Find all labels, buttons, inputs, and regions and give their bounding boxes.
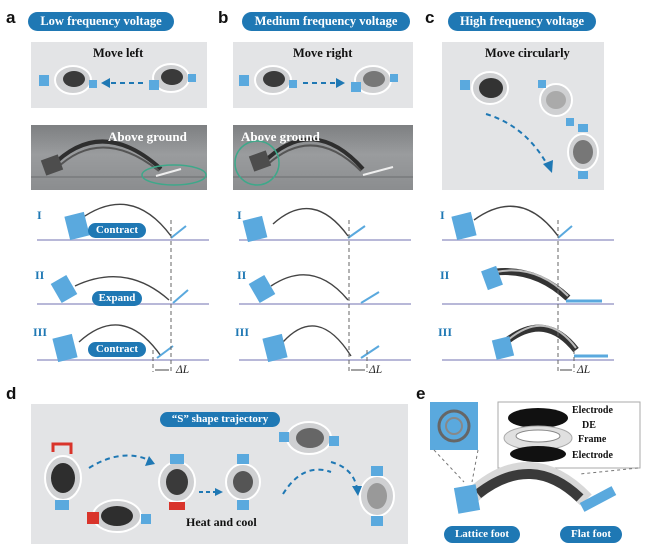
panel-c-stage-2: II xyxy=(440,268,450,282)
panel-a-delta-label: ΔL xyxy=(176,364,190,376)
panel-e-layer-de: DE xyxy=(582,420,596,431)
panel-a-motion-label: Move left xyxy=(93,46,144,60)
panel-a-action-2: Expand xyxy=(92,291,142,306)
panel-d-trajectory-illustration xyxy=(44,421,395,533)
panel-c-motion-label: Move circularly xyxy=(485,46,570,60)
panel-c-stage-1: I xyxy=(440,208,445,222)
panel-c-stage-3: III xyxy=(438,325,453,339)
panel-a-stage-3: III xyxy=(33,325,48,339)
panel-c-stage-diagram xyxy=(442,205,614,372)
panel-a-action-1: Contract xyxy=(88,223,146,238)
panel-b-title-badge: Medium frequency voltage xyxy=(242,12,410,31)
panel-e-layer-electrode-top: Electrode xyxy=(572,405,613,416)
panel-a-photo-illustration xyxy=(31,139,207,186)
panel-e-flat-foot-label: Flat foot xyxy=(560,526,622,543)
panel-d-title-badge: “S” shape trajectory xyxy=(160,412,280,427)
panel-b-stage-1: I xyxy=(237,208,242,222)
panel-b-photo-illustration xyxy=(233,137,413,186)
panel-d-heat-label: Heat and cool xyxy=(186,515,257,529)
panel-e-letter: e xyxy=(416,384,426,403)
panel-b-letter: b xyxy=(218,8,229,27)
panel-b-motion-label: Move right xyxy=(293,46,353,60)
panel-e-lattice-foot-label: Lattice foot xyxy=(444,526,520,543)
panel-c-delta-label: ΔL xyxy=(577,364,591,376)
panel-a-letter: a xyxy=(6,8,16,27)
panel-a-motion-illustration xyxy=(39,63,196,95)
panel-b-stage-3: III xyxy=(235,325,250,339)
panel-a-stage-1: I xyxy=(37,208,42,222)
panel-c-letter: c xyxy=(425,8,435,27)
panel-d-letter: d xyxy=(6,384,17,403)
panel-a-stage-2: II xyxy=(35,268,45,282)
panel-a-action-3: Contract xyxy=(88,342,146,357)
panel-e-layer-electrode-bottom: Electrode xyxy=(572,450,613,461)
panel-b-stage-diagram xyxy=(239,207,411,372)
panel-e-structure-illustration xyxy=(430,401,641,514)
panel-e-layer-frame: Frame xyxy=(578,434,607,445)
panel-b-photo-label: Above ground xyxy=(241,129,320,144)
panel-a-photo-label: Above ground xyxy=(108,129,187,144)
panel-b-delta-label: ΔL xyxy=(369,364,383,376)
panel-c-motion-illustration xyxy=(460,71,599,179)
panel-b-motion-illustration xyxy=(239,65,398,95)
panel-a-title-badge: Low frequency voltage xyxy=(28,12,174,31)
panel-b-stage-2: II xyxy=(237,268,247,282)
panel-c-title-badge: High frequency voltage xyxy=(448,12,596,31)
